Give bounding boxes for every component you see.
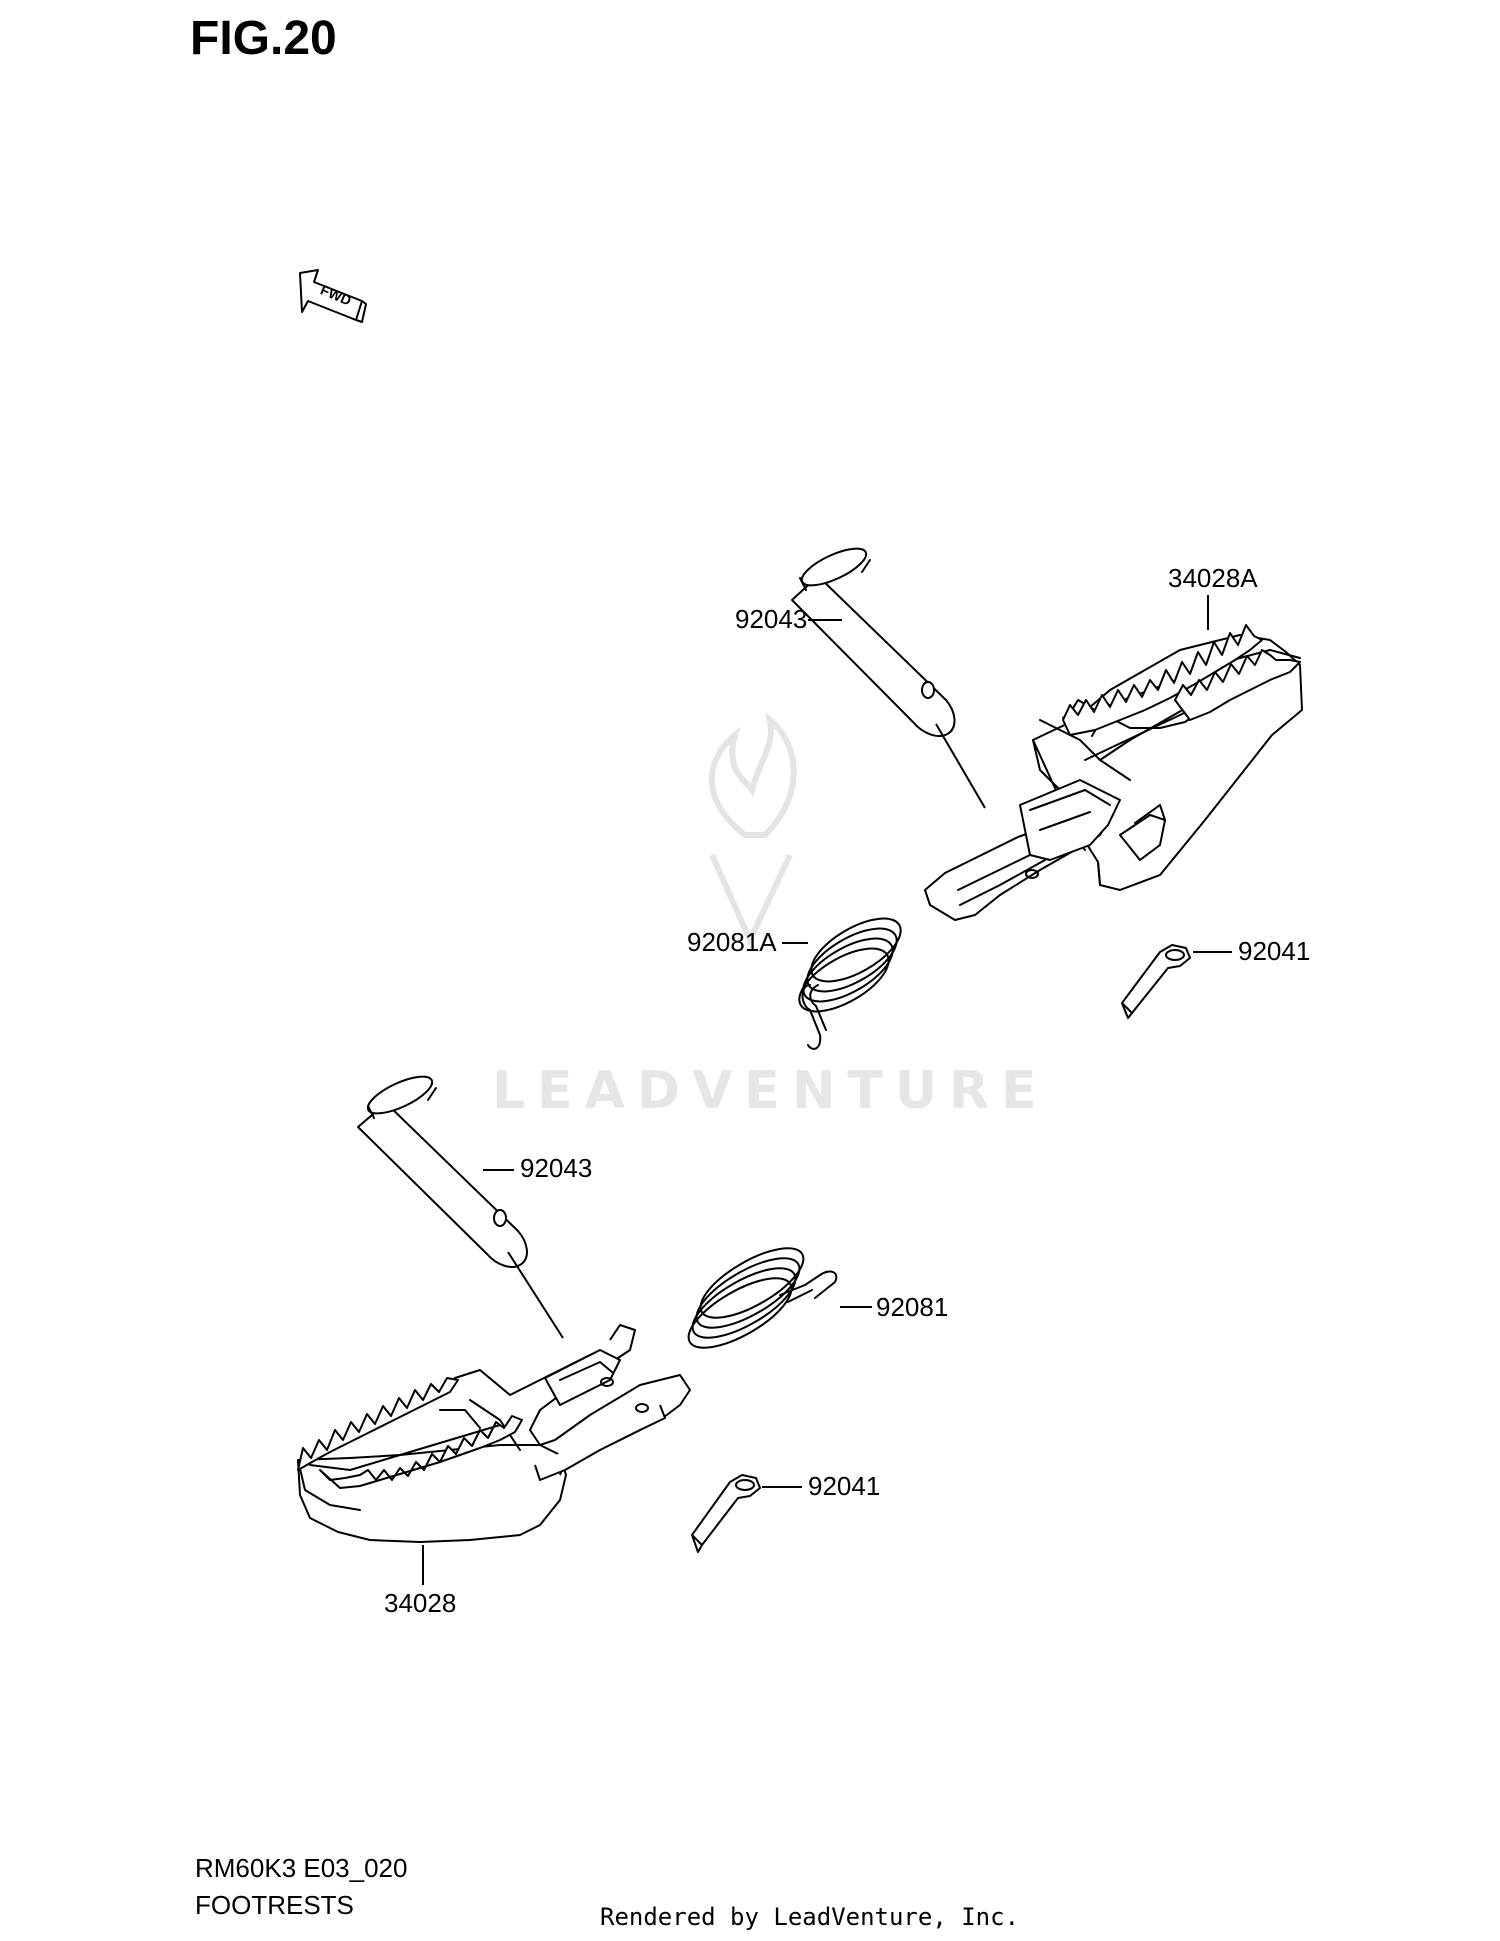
upper-footrest-teeth [1062, 624, 1301, 736]
upper-footrest-body [924, 779, 1166, 921]
lower-footrest [297, 1324, 691, 1543]
watermark-text: LEADVENTURE [492, 1061, 1049, 1121]
callout-label: 92041 [1238, 936, 1310, 966]
callout-upper-pin[interactable]: 92043 [735, 604, 842, 634]
callout-label: 92081A [687, 927, 777, 957]
callout-label: 92043 [520, 1153, 592, 1183]
fwd-arrow-icon: FWD [299, 269, 367, 323]
lower-footrest-teeth [297, 1377, 523, 1489]
lower-clevis-pin [357, 1075, 528, 1268]
leadventure-flame-logo [708, 712, 797, 948]
callout-label: 92081 [876, 1292, 948, 1322]
upper-torsion-spring [798, 917, 902, 1050]
callout-label: 34028 [384, 1588, 456, 1618]
callout-upper-footrest[interactable]: 34028A [1168, 563, 1258, 630]
diagram-code: RM60K3 E03_020 [195, 1853, 407, 1883]
upper-pin-leader [935, 723, 986, 809]
lower-torsion-spring [687, 1247, 838, 1349]
lower-cotter-pin [691, 1474, 761, 1553]
callout-lower-pin[interactable]: 92043 [483, 1153, 592, 1183]
callout-upper-cotter[interactable]: 92041 [1193, 936, 1310, 966]
upper-clevis-pin [791, 547, 956, 737]
callout-lower-spring[interactable]: 92081 [840, 1292, 948, 1322]
callout-upper-spring[interactable]: 92081A [687, 927, 808, 957]
callout-label: 34028A [1168, 563, 1258, 593]
callout-lower-footrest[interactable]: 34028 [384, 1545, 456, 1618]
section-name: FOOTRESTS [195, 1890, 354, 1920]
figure-title: FIG.20 [190, 12, 337, 65]
callout-label: 92041 [808, 1471, 880, 1501]
rendered-by-credit: Rendered by LeadVenture, Inc. [600, 1903, 1019, 1931]
callout-lower-cotter[interactable]: 92041 [762, 1471, 880, 1501]
upper-cotter-pin [1121, 944, 1191, 1019]
lower-pin-leader [507, 1251, 564, 1339]
callout-label: 92043 [735, 604, 807, 634]
